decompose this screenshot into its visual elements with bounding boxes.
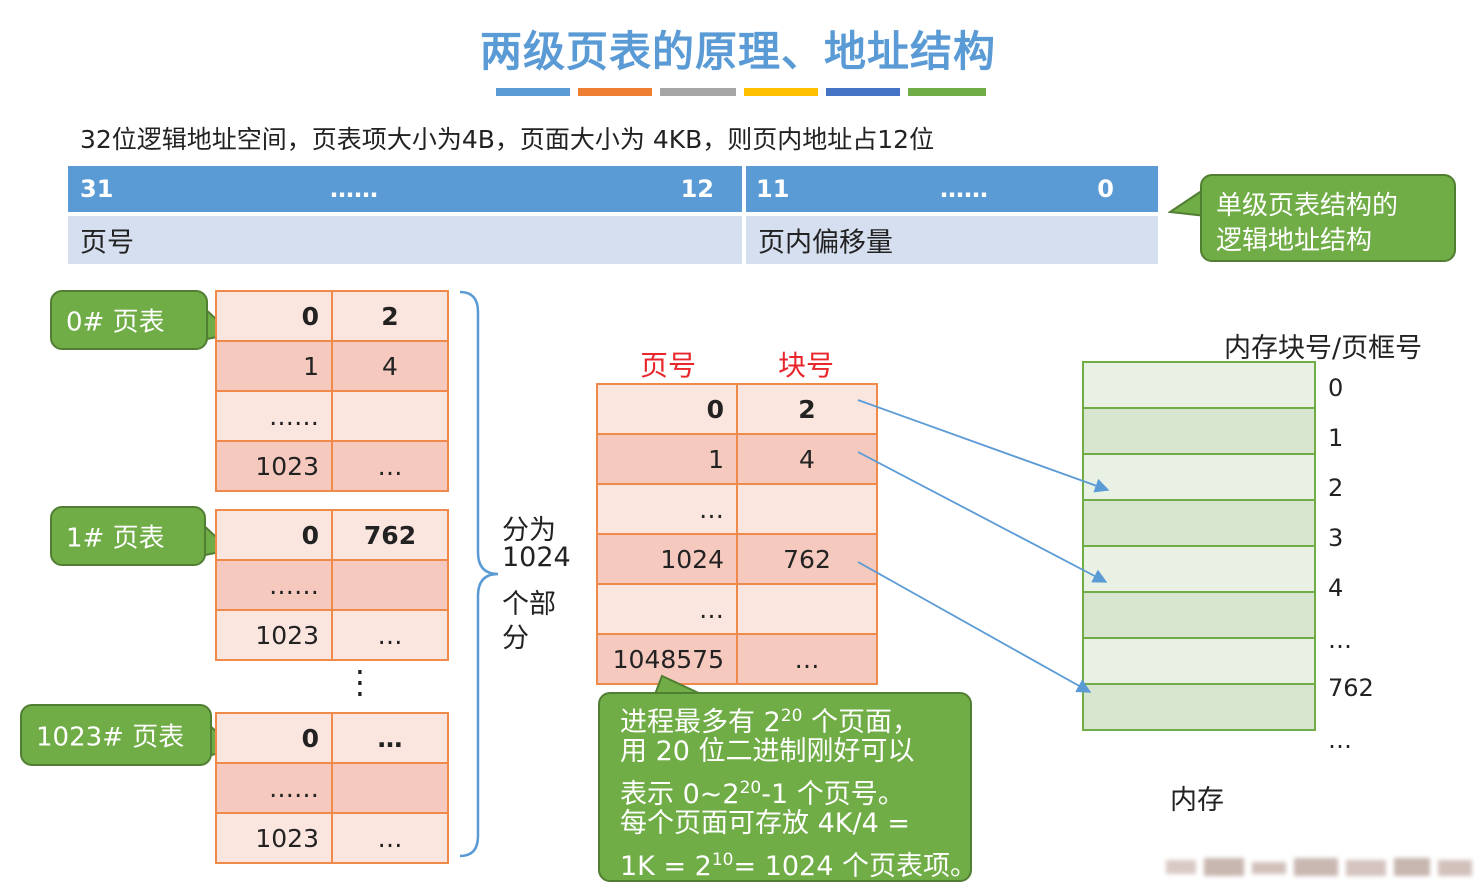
- table-row: 0 …: [215, 712, 449, 764]
- arrow-page1-to-frame4: [857, 451, 1108, 583]
- bit-11: 11: [756, 175, 790, 203]
- watermark-icon: [1166, 858, 1472, 876]
- callout-line-1: 进程最多有 220 个页面，: [620, 706, 919, 738]
- page-table-1-label: 1# 页表: [50, 506, 206, 566]
- memory-frame-762: [1082, 637, 1316, 685]
- memory-caption: 内存: [1170, 785, 1224, 816]
- table-row: 1023 …: [215, 609, 449, 661]
- page-offset-label: 页内偏移量: [758, 227, 893, 259]
- callout-line-2: 用 20 位二进制刚好可以: [620, 736, 915, 767]
- bit-31: 31: [80, 175, 114, 203]
- brace-text-4: 分: [502, 623, 529, 654]
- block-number-header: 块号: [778, 349, 835, 382]
- table-row: 0 2: [215, 290, 449, 342]
- bit-ellipsis-left: ……: [330, 175, 378, 203]
- watermark: [1160, 852, 1476, 882]
- address-bar-page-bits: 31 …… 12: [68, 166, 742, 212]
- table-row: 1023 …: [215, 812, 449, 864]
- title-stripe-4: [744, 88, 818, 96]
- address-space-description: 32位逻辑地址空间，页表项大小为4B，页面大小为 4KB，则页内地址占12位: [80, 125, 935, 154]
- callout-line-5: 1K = 210= 1024 个页表项。: [620, 850, 978, 882]
- right-brace-icon: [459, 290, 499, 858]
- title-stripe-2: [578, 88, 652, 96]
- memory-frame-label: 762: [1328, 674, 1374, 702]
- memory-frame-label: 0: [1328, 374, 1344, 402]
- table-row: 1 4: [596, 433, 878, 485]
- page-number-header: 页号: [640, 349, 697, 382]
- title-stripe-1: [496, 88, 570, 96]
- callout-line-4: 每个页面可存放 4K/4 =: [620, 808, 910, 839]
- page-offset-field: 页内偏移量: [746, 216, 1158, 264]
- table-row: ……: [215, 559, 449, 611]
- brace-text-2: 1024: [502, 542, 571, 573]
- memory-frame-label: …: [1328, 726, 1352, 754]
- brace-text-3: 个部: [502, 589, 556, 620]
- memory-frame-label: 3: [1328, 524, 1344, 552]
- page-table-1023-label: 1023# 页表: [20, 704, 212, 766]
- memory-frame-label: 2: [1328, 474, 1344, 502]
- memory-column: [1082, 361, 1316, 731]
- title-stripe-6: [908, 88, 986, 96]
- vertical-ellipsis: ⋮: [344, 663, 376, 701]
- page-count-explanation-callout: 进程最多有 220 个页面， 用 20 位二进制刚好可以 表示 0~220-1 …: [598, 692, 977, 882]
- memory-frame-label: 4: [1328, 574, 1344, 602]
- memory-frame-0: [1082, 361, 1316, 409]
- table-row: 1023 …: [215, 440, 449, 492]
- page-table-0: 0 2 1 4 …… 1023 …: [215, 290, 449, 492]
- table-row: 1 4: [215, 340, 449, 392]
- table-row: …: [596, 583, 878, 635]
- title-stripe-3: [660, 88, 736, 96]
- address-bar-offset-bits: 11 …… 0: [746, 166, 1158, 212]
- table-row: ……: [215, 762, 449, 814]
- table-row: 1024 762: [596, 533, 878, 585]
- table-row: …: [596, 483, 878, 535]
- bit-0: 0: [1097, 175, 1114, 203]
- page-title: 两级页表的原理、地址结构: [479, 27, 996, 76]
- table-row: 0 762: [215, 509, 449, 561]
- page-number-label: 页号: [80, 227, 134, 259]
- single-level-structure-callout: 单级页表结构的 逻辑地址结构: [1200, 174, 1456, 262]
- callout-line-3: 表示 0~220-1 个页号。: [620, 778, 905, 810]
- page-number-field: 页号: [68, 216, 742, 264]
- page-table-0-label: 0# 页表: [50, 290, 208, 350]
- page-table-1: 0 762 …… 1023 …: [215, 509, 449, 661]
- table-row: 0 2: [596, 383, 878, 435]
- arrow-page1024-to-frame762: [857, 561, 1092, 693]
- callout-single-line2: 逻辑地址结构: [1216, 226, 1373, 256]
- brace-text-1: 分为: [502, 515, 556, 546]
- callout-single-line1: 单级页表结构的: [1216, 191, 1399, 221]
- bit-12: 12: [680, 175, 714, 203]
- title-stripe-5: [826, 88, 900, 96]
- table-row: ……: [215, 390, 449, 442]
- memory-frame-4: [1082, 545, 1316, 593]
- memory-frame-label: 1: [1328, 424, 1344, 452]
- page-table-1023: 0 … …… 1023 …: [215, 712, 449, 864]
- bit-ellipsis-right: ……: [940, 175, 988, 203]
- memory-frame-dots-end: [1082, 683, 1316, 731]
- memory-frame-header: 内存块号/页框号: [1224, 333, 1423, 364]
- memory-frame-label: …: [1328, 626, 1352, 654]
- arrow-page0-to-frame2: [857, 399, 1110, 493]
- single-level-page-table: 0 2 1 4 … 1024 762 … 1048575 …: [596, 383, 878, 685]
